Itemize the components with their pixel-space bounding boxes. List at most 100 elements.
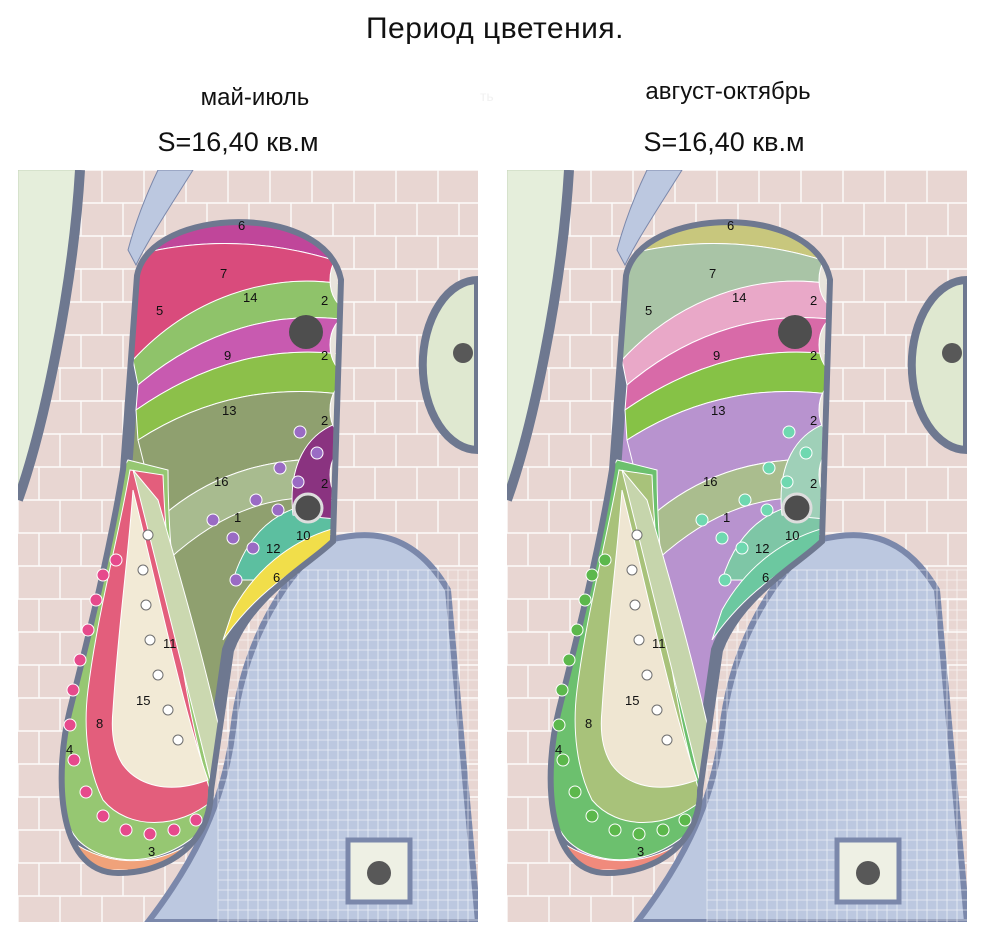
niche-drain bbox=[453, 343, 473, 363]
tile-plaza bbox=[633, 532, 967, 922]
label-b6b: 6 bbox=[273, 570, 280, 585]
bottom-drain bbox=[367, 861, 391, 885]
label-b13: 13 bbox=[711, 403, 725, 418]
dot-white-5 bbox=[651, 704, 663, 716]
label-b2-3: 2 bbox=[810, 476, 817, 491]
dot-inner-8 bbox=[718, 573, 732, 587]
label-b16: 16 bbox=[214, 474, 228, 489]
dot-inner-7 bbox=[246, 541, 260, 555]
dot-white-0 bbox=[142, 529, 154, 541]
label-b2-2: 2 bbox=[321, 413, 328, 428]
dot-inner-1 bbox=[799, 446, 813, 460]
dot-inner-2 bbox=[273, 461, 287, 475]
dot-outer-11 bbox=[656, 823, 670, 837]
label-b12: 12 bbox=[266, 541, 280, 556]
dot-outer-0 bbox=[585, 568, 599, 582]
label-b13: 13 bbox=[222, 403, 236, 418]
dot-outer-1 bbox=[578, 593, 592, 607]
tile-grid bbox=[706, 569, 967, 922]
label-b9: 9 bbox=[224, 348, 231, 363]
dot-outer-11 bbox=[167, 823, 181, 837]
band-b15 bbox=[600, 489, 698, 788]
dot-outer-1 bbox=[89, 593, 103, 607]
tile-strip-top bbox=[127, 170, 194, 267]
dot-inner-6 bbox=[715, 531, 729, 545]
bed-drain-mid bbox=[781, 492, 813, 524]
dot-inner-2 bbox=[762, 461, 776, 475]
label-b8: 8 bbox=[585, 716, 592, 731]
faint-text: ть bbox=[480, 88, 494, 104]
dot-outer-4 bbox=[555, 683, 569, 697]
label-b14: 14 bbox=[732, 290, 746, 305]
dot-outer-9 bbox=[608, 823, 622, 837]
dot-outer-6 bbox=[556, 753, 570, 767]
dot-outer-13 bbox=[109, 553, 123, 567]
dot-inner-3 bbox=[780, 475, 794, 489]
dot-outer-8 bbox=[96, 809, 110, 823]
label-b3: 3 bbox=[148, 844, 155, 859]
label-b11: 11 bbox=[652, 636, 666, 651]
dot-inner-0 bbox=[293, 425, 307, 439]
label-b11: 11 bbox=[163, 636, 177, 651]
dot-inner-3 bbox=[291, 475, 305, 489]
dot-outer-7 bbox=[79, 785, 93, 799]
dot-white-6 bbox=[172, 734, 184, 746]
round-niche bbox=[907, 275, 967, 455]
dot-outer-2 bbox=[81, 623, 95, 637]
dot-inner-0 bbox=[782, 425, 796, 439]
dot-outer-3 bbox=[562, 653, 576, 667]
plant-dots bbox=[552, 425, 813, 841]
label-b7: 7 bbox=[709, 266, 716, 281]
dot-white-4 bbox=[641, 669, 653, 681]
area-label-left: S=16,40 кв.м bbox=[157, 127, 319, 157]
label-b9: 9 bbox=[713, 348, 720, 363]
dot-outer-6 bbox=[67, 753, 81, 767]
dot-white-5 bbox=[162, 704, 174, 716]
label-b2-2: 2 bbox=[810, 413, 817, 428]
dot-outer-9 bbox=[119, 823, 133, 837]
dot-outer-5 bbox=[552, 718, 566, 732]
bed-drain-top bbox=[289, 315, 323, 349]
dot-outer-12 bbox=[678, 813, 692, 827]
bed-drain-top bbox=[778, 315, 812, 349]
dot-inner-9 bbox=[206, 513, 220, 527]
round-niche bbox=[418, 275, 478, 455]
label-b15: 15 bbox=[136, 693, 150, 708]
label-b2-1: 2 bbox=[321, 348, 328, 363]
dot-inner-6 bbox=[226, 531, 240, 545]
dot-inner-1 bbox=[310, 446, 324, 460]
page-title: Период цветения. bbox=[365, 12, 625, 45]
label-b10: 10 bbox=[785, 528, 799, 543]
bottom-drain-frame bbox=[834, 837, 902, 905]
band-b15 bbox=[111, 489, 209, 788]
label-b2-0: 2 bbox=[810, 293, 817, 308]
niche-drain bbox=[942, 343, 962, 363]
label-b5: 5 bbox=[645, 303, 652, 318]
scallop-2-1 bbox=[329, 316, 339, 374]
period-label-right: август-октябрь bbox=[645, 78, 811, 105]
dot-inner-4 bbox=[738, 493, 752, 507]
dot-inner-8 bbox=[229, 573, 243, 587]
label-b6b: 6 bbox=[762, 570, 769, 585]
left-curb bbox=[507, 170, 574, 502]
dot-white-4 bbox=[152, 669, 164, 681]
dot-outer-12 bbox=[189, 813, 203, 827]
dot-outer-7 bbox=[568, 785, 582, 799]
dot-outer-13 bbox=[598, 553, 612, 567]
label-b6: 6 bbox=[727, 218, 734, 233]
bed-drain-mid bbox=[292, 492, 324, 524]
scallop-2-1 bbox=[818, 316, 828, 374]
dot-white-2 bbox=[140, 599, 152, 611]
dot-white-3 bbox=[633, 634, 645, 646]
dot-outer-4 bbox=[66, 683, 80, 697]
label-b4: 4 bbox=[66, 742, 73, 757]
left-curb bbox=[18, 170, 85, 502]
label-b5: 5 bbox=[156, 303, 163, 318]
dot-white-3 bbox=[144, 634, 156, 646]
label-b1: 1 bbox=[723, 510, 730, 525]
label-b1: 1 bbox=[234, 510, 241, 525]
dot-white-6 bbox=[661, 734, 673, 746]
